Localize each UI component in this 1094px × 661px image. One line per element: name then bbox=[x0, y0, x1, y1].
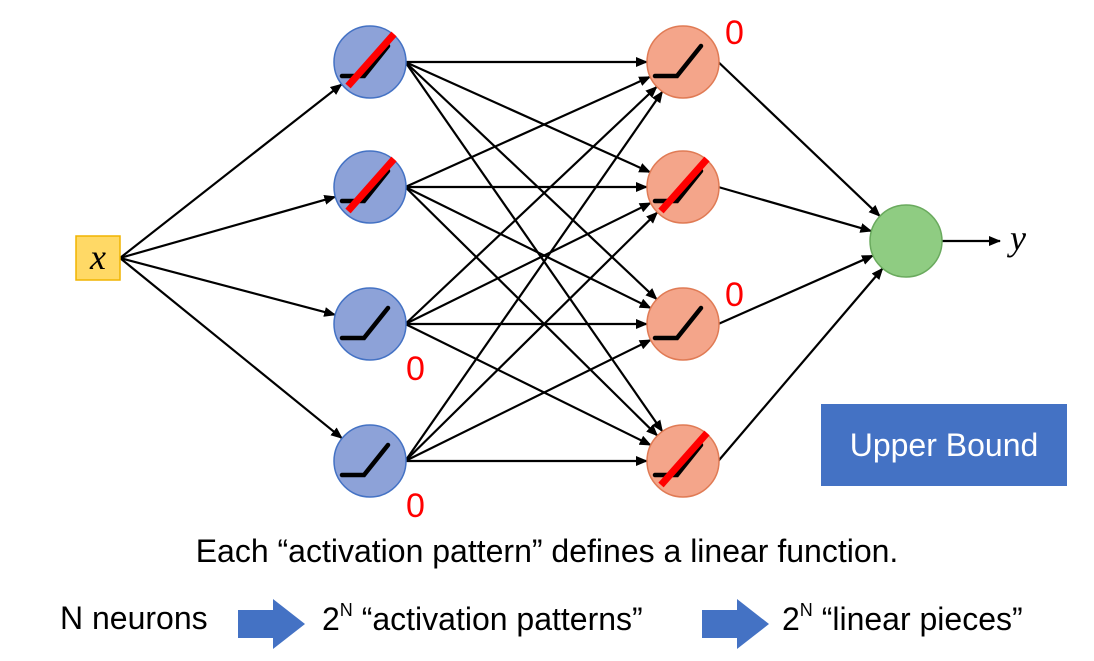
formula-exponent-2: N bbox=[799, 600, 813, 620]
input-node: x bbox=[75, 235, 121, 281]
deactivated-mark bbox=[658, 430, 710, 488]
edge-h1-3-h2-1 bbox=[404, 85, 658, 325]
relu-icon bbox=[652, 43, 704, 79]
formula-base-1: 2 bbox=[322, 601, 340, 637]
relu-icon bbox=[339, 442, 391, 478]
deactivated-mark bbox=[658, 156, 710, 214]
formula-patterns: 2N “activation patterns” bbox=[322, 600, 643, 638]
hidden2-neuron-3: 0 bbox=[646, 276, 744, 361]
formula-exponent-1: N bbox=[339, 600, 353, 620]
input-label: x bbox=[89, 237, 106, 277]
hidden2-neuron-2 bbox=[646, 150, 720, 224]
zero-output-label: 0 bbox=[725, 14, 744, 52]
edge-h1-2-h2-3 bbox=[404, 186, 652, 310]
relu-icon bbox=[652, 305, 704, 341]
edge-h2-4-output bbox=[717, 267, 884, 462]
relu-icon bbox=[339, 305, 391, 341]
connections bbox=[119, 57, 1001, 466]
edge-h2-1-output bbox=[717, 61, 881, 217]
edge-h1-3-h2-4 bbox=[404, 323, 652, 447]
formula-neurons: N neurons bbox=[60, 600, 208, 636]
hidden1-neuron-4: 0 bbox=[333, 424, 425, 525]
caption: Each “activation pattern” defines a line… bbox=[195, 533, 899, 569]
formula-base-2: 2 bbox=[782, 601, 800, 637]
edge-h1-2-h2-1 bbox=[404, 75, 652, 189]
deactivated-mark bbox=[345, 156, 397, 214]
formula-patterns-text: “activation patterns” bbox=[361, 601, 643, 637]
relu-icon bbox=[652, 168, 704, 204]
edge-h1-1-h2-3 bbox=[404, 61, 658, 301]
hidden1-neuron-1 bbox=[333, 25, 407, 99]
hidden2-neuron-4 bbox=[646, 424, 720, 498]
edge-h1-2-h2-4 bbox=[404, 186, 659, 437]
output-neuron bbox=[869, 204, 943, 278]
edge-h1-4-h2-1 bbox=[404, 90, 664, 462]
upper-bound-label: Upper Bound bbox=[850, 427, 1039, 463]
formula-pieces: 2N “linear pieces” bbox=[782, 600, 1023, 638]
edge-h2-3-output bbox=[717, 254, 874, 326]
relu-icon bbox=[339, 43, 391, 79]
relu-icon bbox=[652, 442, 704, 478]
deactivated-mark bbox=[345, 31, 397, 89]
relu-icon bbox=[339, 168, 391, 204]
output-label: y bbox=[1007, 218, 1026, 258]
zero-output-label: 0 bbox=[406, 350, 425, 388]
hidden2-neuron-1: 0 bbox=[646, 14, 744, 99]
edge-input-h1-3 bbox=[119, 256, 337, 317]
zero-output-label: 0 bbox=[725, 276, 744, 314]
edge-h2-2-output bbox=[717, 185, 873, 233]
upper-bound-box: Upper Bound bbox=[821, 404, 1067, 486]
hidden1-neuron-2 bbox=[333, 150, 407, 224]
edge-h1-3-h2-2 bbox=[404, 201, 652, 325]
block-arrow-1 bbox=[238, 599, 305, 649]
edge-h1-4-h2-2 bbox=[404, 211, 659, 462]
hidden1-neuron-3: 0 bbox=[333, 287, 425, 388]
edge-input-h1-1 bbox=[119, 83, 343, 259]
formula-pieces-text: “linear pieces” bbox=[821, 601, 1023, 637]
edge-input-h1-2 bbox=[119, 195, 337, 260]
neurons: 0 0 0 0 bbox=[333, 14, 943, 525]
edge-h1-4-h2-3 bbox=[404, 338, 652, 462]
block-arrow-2 bbox=[702, 599, 769, 649]
zero-output-label: 0 bbox=[406, 487, 425, 525]
edge-h1-1-h2-2 bbox=[404, 60, 652, 174]
edge-input-h1-4 bbox=[119, 257, 343, 440]
edge-h1-1-h2-4 bbox=[404, 61, 664, 433]
